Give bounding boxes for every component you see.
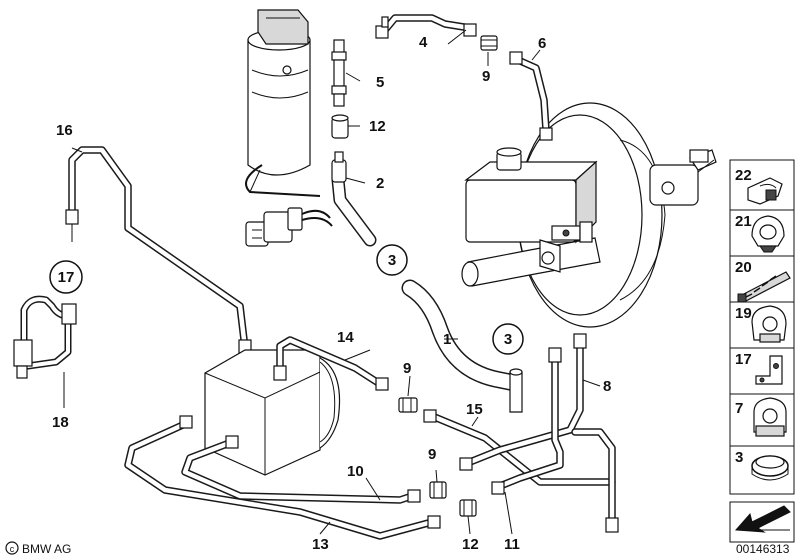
callout-3-upper: 3 [376, 244, 408, 276]
label-12-low: 12 [462, 536, 479, 553]
union-nut-12-top [331, 114, 349, 139]
label-18: 18 [52, 414, 69, 431]
clamp-7-icon [753, 397, 787, 437]
label-11: 11 [504, 536, 520, 553]
brake-line-14 [273, 336, 389, 391]
legend-number-21: 21 [735, 213, 752, 230]
callout-17: 17 [49, 260, 83, 294]
legend-number-19: 19 [735, 305, 752, 322]
label-9-low: 9 [428, 446, 436, 463]
callout-3-lower: 3 [492, 323, 524, 355]
legend-number-17: 17 [735, 351, 752, 368]
label-12-top: 12 [369, 118, 386, 135]
hose-clamp-3-icon [751, 455, 789, 481]
brake-line-15 [423, 409, 616, 486]
hose-clip-22-icon [747, 177, 783, 205]
sensor-connector [245, 207, 333, 247]
union-nut-9-top [480, 35, 498, 51]
brake-line-4 [375, 14, 477, 39]
callout-3-upper-text: 3 [388, 252, 396, 269]
union-nut-9-mid [398, 397, 418, 413]
diagram-code: 00146313 [736, 542, 790, 556]
brake-line-8 [459, 333, 587, 471]
label-2: 2 [376, 175, 384, 192]
union-nut-9-low [429, 481, 447, 499]
copyright-icon: c [5, 541, 19, 555]
legend-number-22: 22 [735, 167, 752, 184]
cable-strap-20-icon [737, 271, 791, 303]
label-14: 14 [337, 329, 354, 346]
brake-line-13 [124, 415, 441, 540]
brake-hose-18 [13, 295, 77, 379]
part-labels: 1 2 4 5 6 8 9 9 9 10 11 12 12 13 14 15 1… [52, 34, 611, 553]
footer: c BMW AG 00146313 [5, 541, 790, 556]
label-4: 4 [419, 34, 428, 51]
check-valve-hose [331, 151, 377, 247]
brake-line-10 [181, 435, 421, 504]
callout-circles: 3 3 17 [49, 244, 524, 355]
orientation-arrow-icon [729, 501, 795, 543]
connector-5 [331, 39, 347, 107]
union-nut-12-low [459, 499, 477, 517]
master-cylinder [461, 147, 601, 287]
legend-number-3: 3 [735, 449, 743, 466]
bracket-17-icon [755, 355, 783, 385]
brand-text: BMW AG [22, 542, 71, 556]
label-10: 10 [347, 463, 364, 480]
legend-number-20: 20 [735, 259, 752, 276]
brake-line-6 [509, 51, 553, 141]
canister-body [247, 39, 311, 176]
vacuum-canister [245, 9, 321, 197]
pipe-holder-19-icon [751, 305, 787, 343]
label-16: 16 [56, 122, 73, 139]
label-13: 13 [312, 536, 329, 553]
label-6: 6 [538, 35, 546, 52]
vacuum-hose [401, 279, 523, 413]
label-9-top: 9 [482, 68, 490, 85]
canister-cap [257, 9, 309, 45]
hydraulic-unit-body [204, 349, 321, 476]
legend-panel: 22 21 20 19 17 7 3 [729, 159, 795, 543]
legend-number-7: 7 [735, 400, 743, 417]
label-8: 8 [603, 378, 611, 395]
brake-line-16 [65, 146, 252, 355]
brake-line-11 [491, 347, 619, 533]
hydraulic-unit [204, 349, 341, 476]
leader-lines [63, 29, 601, 535]
label-9-mid: 9 [403, 360, 411, 377]
callout-3-lower-text: 3 [504, 331, 512, 348]
label-1: 1 [443, 331, 451, 348]
check-valve [331, 159, 347, 183]
pipe-clip-21-icon [751, 215, 785, 253]
callout-17-text: 17 [58, 269, 75, 286]
booster-rear-mount [649, 164, 699, 206]
label-5: 5 [376, 74, 384, 91]
svg-text:c: c [10, 544, 15, 554]
label-15: 15 [466, 401, 483, 418]
